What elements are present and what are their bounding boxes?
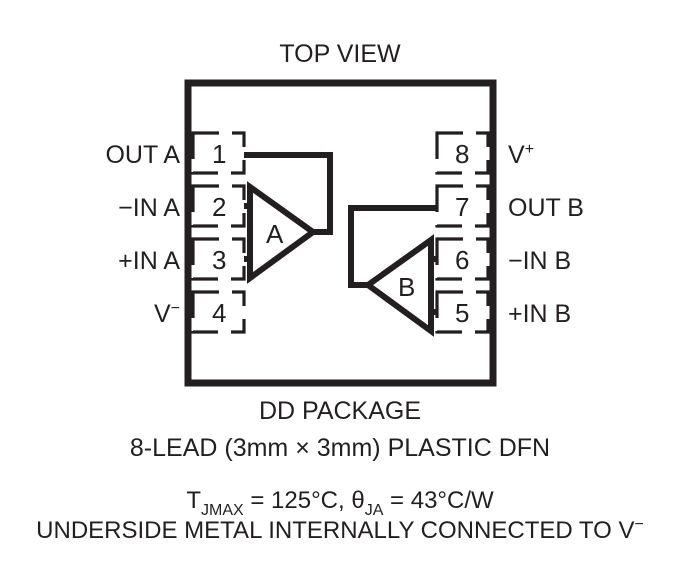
pin-box-2 — [191, 184, 246, 228]
pin-label-v-minus-superscript: − — [171, 300, 180, 317]
pin-label-plus-in-a: +IN A — [118, 247, 180, 275]
amplifier-b-label: B — [398, 272, 415, 302]
amplifier-b-symbol — [362, 234, 434, 337]
pin-number-4: 4 — [212, 298, 226, 328]
pin-label-out-a: OUT A — [105, 141, 180, 169]
theta-ja-subscript: JA — [365, 502, 384, 519]
pin-label-v-plus-superscript: + — [525, 141, 534, 158]
wire-amp-a-output-to-pin1 — [244, 152, 333, 235]
pin-number-1: 1 — [212, 139, 226, 169]
tjmax-subscript: JMAX — [201, 502, 244, 519]
pin-label-plus-in-b: +IN B — [508, 300, 571, 328]
theta-ja-value: = 43°C/W — [383, 487, 494, 514]
underside-metal-note: UNDERSIDE METAL INTERNALLY CONNECTED TO … — [36, 516, 644, 544]
thermal-spec-line: TJMAX = 125°C, θJA = 43°C/W — [186, 487, 494, 519]
tjmax-symbol: T — [186, 487, 201, 514]
pin-number-5: 5 — [455, 298, 469, 328]
pin-number-7: 7 — [455, 192, 469, 222]
pin-label-minus-in-a: −IN A — [118, 194, 180, 222]
amplifier-a-label: A — [266, 219, 284, 249]
package-name-caption: DD PACKAGE — [259, 397, 421, 425]
pin-box-4 — [191, 290, 246, 334]
package-outline — [184, 79, 497, 387]
tjmax-value: = 125°C, — [244, 487, 352, 514]
underside-note-superscript: − — [635, 516, 644, 533]
pin-box-3 — [191, 237, 246, 281]
pin-label-minus-in-b: −IN B — [508, 247, 571, 275]
pin-number-8: 8 — [455, 139, 469, 169]
pin-label-v-minus-base: V — [154, 300, 171, 328]
amplifier-a-symbol — [247, 181, 319, 284]
pin-label-out-b: OUT B — [508, 194, 584, 222]
pin-label-v-plus-base: V — [508, 141, 525, 169]
pin-label-v-minus: V− — [154, 300, 180, 328]
pin-box-8 — [435, 131, 490, 175]
diagram-title: TOP VIEW — [279, 40, 401, 68]
theta-ja-symbol: θ — [351, 487, 364, 514]
underside-note-base: UNDERSIDE METAL INTERNALLY CONNECTED TO … — [36, 517, 634, 544]
pin-number-2: 2 — [212, 192, 226, 222]
pin-box-1 — [191, 131, 246, 175]
wire-amp-b-output-to-pin7 — [348, 205, 437, 288]
pin-number-6: 6 — [455, 245, 469, 275]
pin-number-3: 3 — [212, 245, 226, 275]
package-size-caption: 8-LEAD (3mm × 3mm) PLASTIC DFN — [130, 434, 550, 462]
pin-label-v-plus: V+ — [508, 141, 534, 169]
